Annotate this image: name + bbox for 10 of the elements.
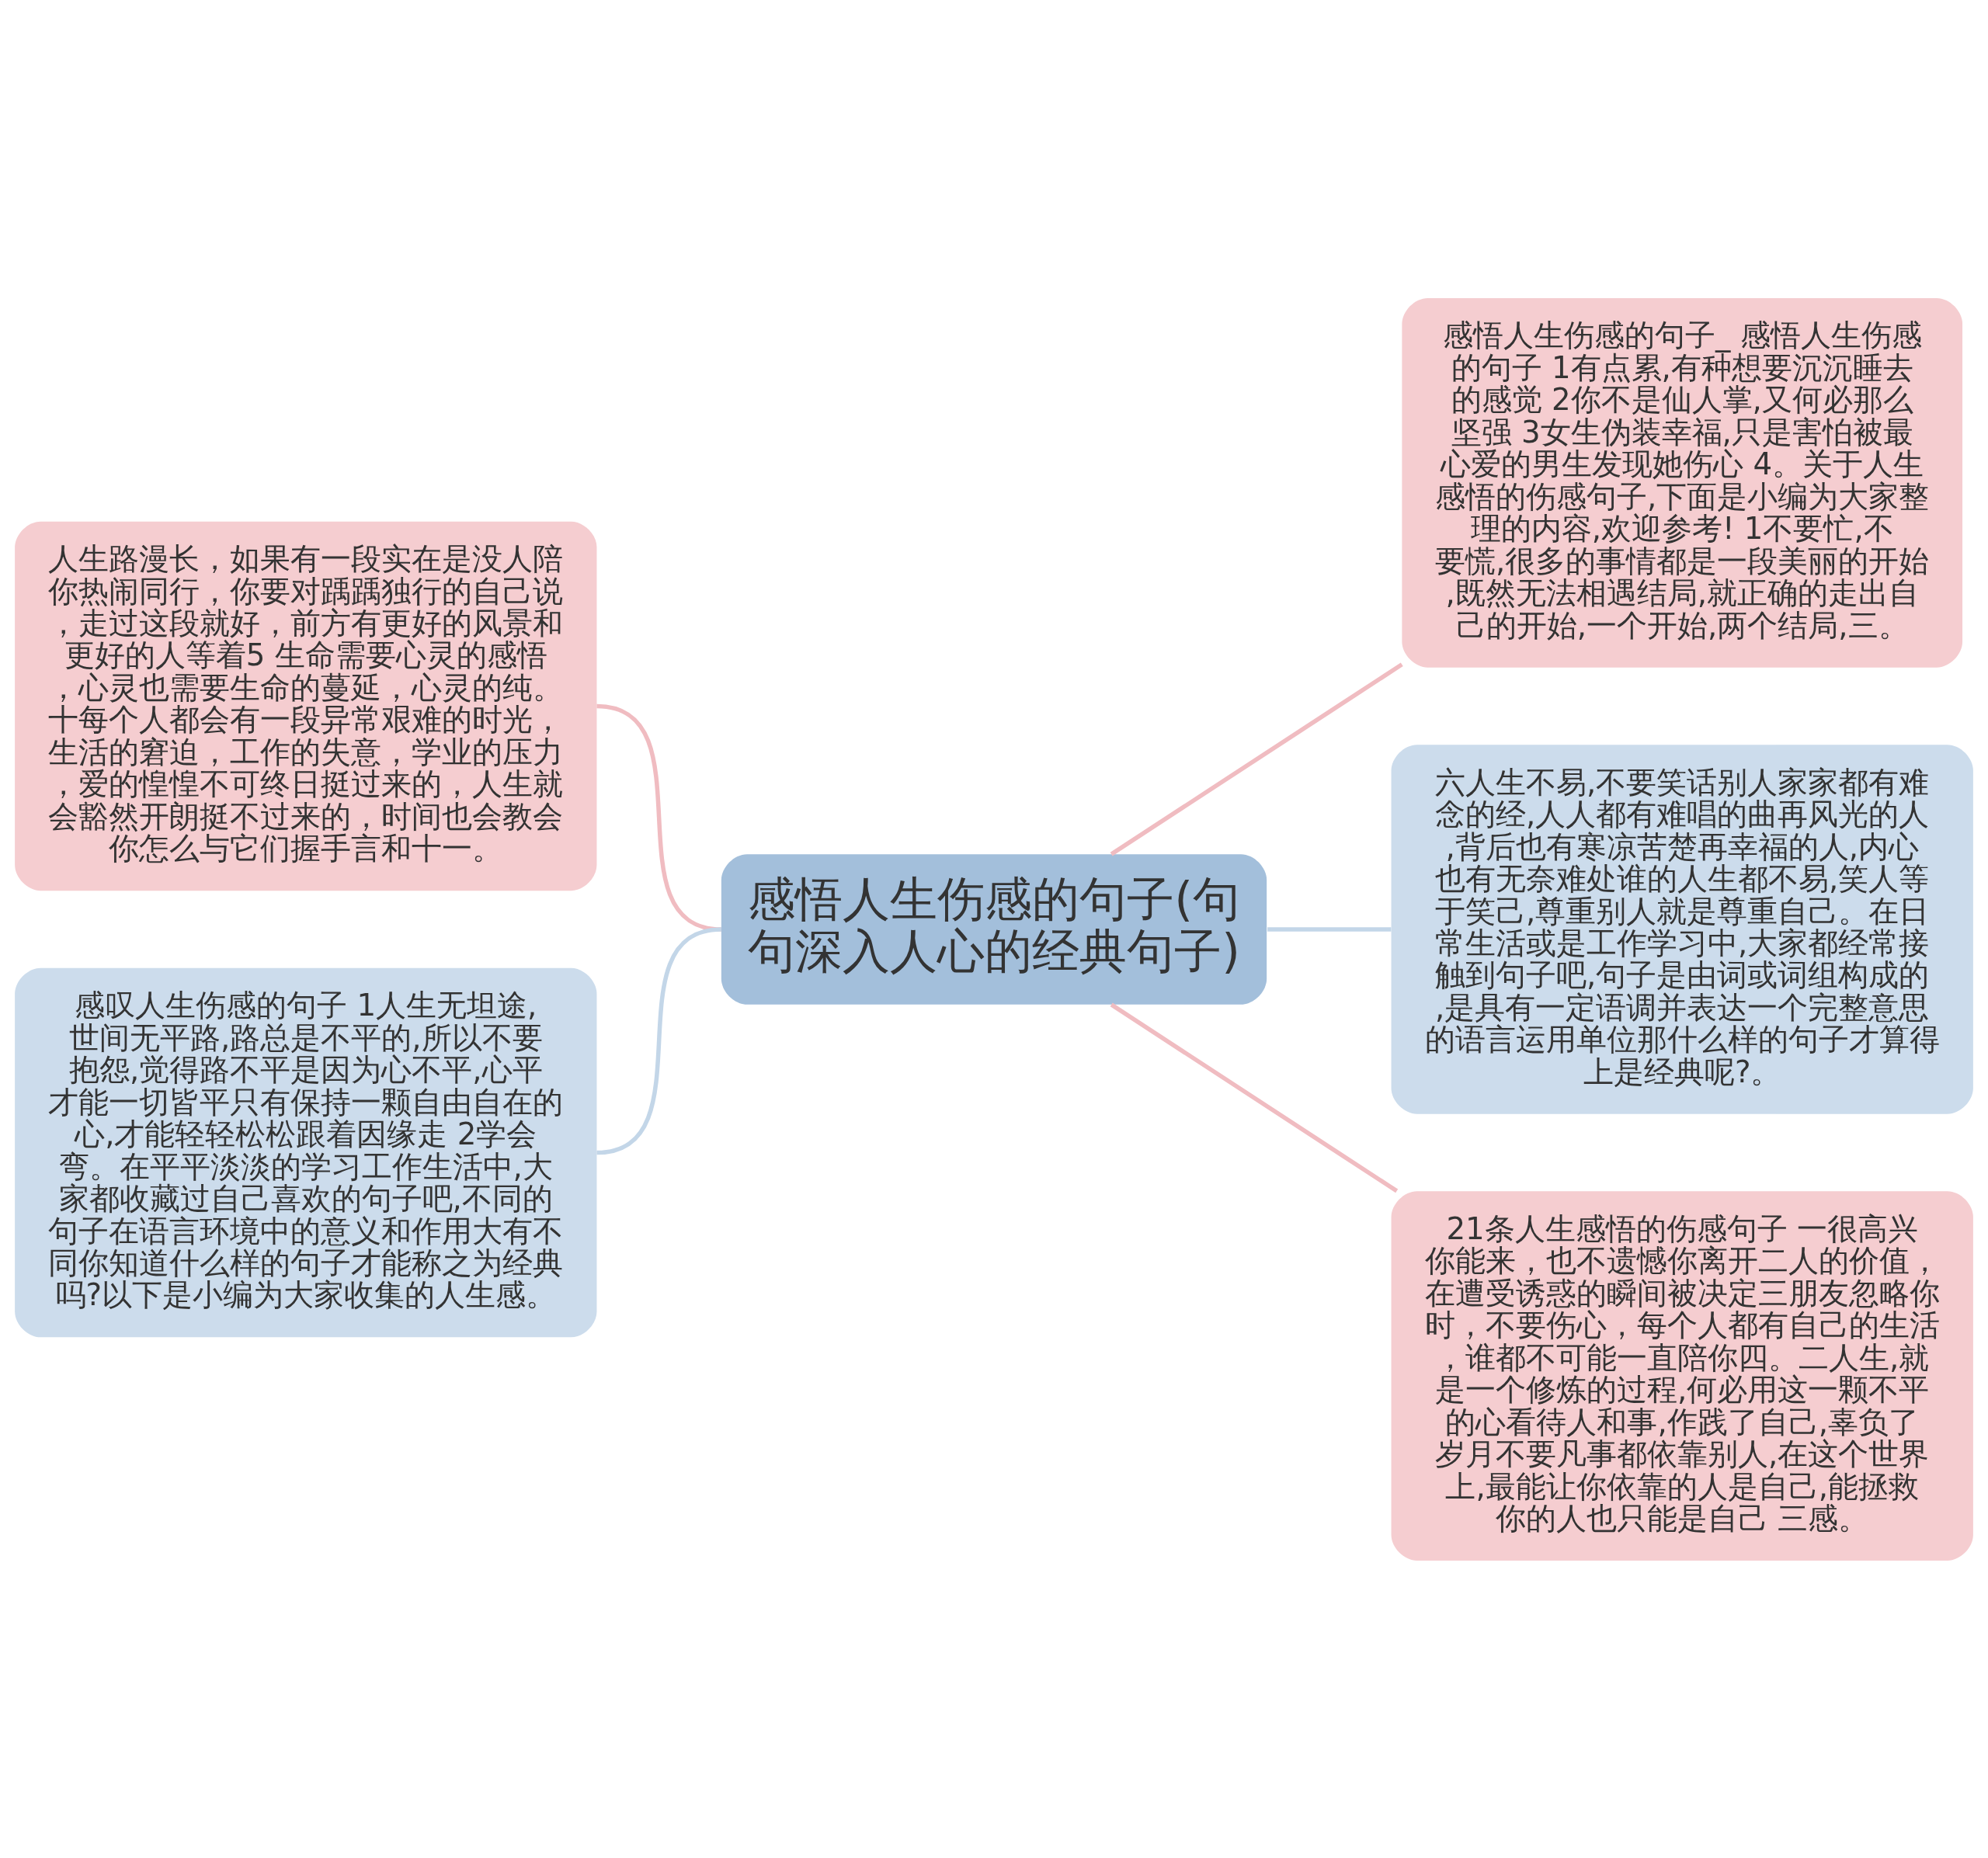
connector xyxy=(1110,1002,1399,1193)
node-box: 感悟人生伤感的句子_ 感悟人生伤感的句子 1有点累,有种想要沉沉睡去的感觉 2你不是仙人掌,又何必那么坚强 3女生伪装幸福,只是害怕被最心爱的男生发现她伤心 4。关于人生感悟的伤感句子,下面是小编为大家整理的内容,欢迎参考! 1不要忙,不要慌,很多的事情都是一段美丽的开始,既然无法相遇结局,就正确的走出自己的开始,一个开始,两个结局,三。 xyxy=(1402,297,1963,668)
node-box: 感叹人生伤感的句子 1人生无坦途,世间无平路,路总是不平的,所以不要抱怨,觉得路不平是因为心不平,心平才能一切皆平只有保持一颗自由自在的心,才能轻轻松松跟着因缘走 2学会弯。在平平淡淡的学习工作生活中,大家都收藏过自己喜欢的句子吧,不同的句子在语言环境中的意义和作用大有不同你知道什么样的句子才能称之为经典吗?以下是小编为大家收集的人生感。 xyxy=(15,967,597,1337)
node-box: 21条人生感悟的伤感句子 一很高兴你能来，也不遗憾你离开二人的价值，在遭受诱惑的瞬间被决定三朋友忽略你时，不要伤心，每个人都有自己的生活，谁都不可能一直陪你四。二人生,就是一个修炼的过程,何必用这一颗不平的心看待人和事,作践了自己,辜负了岁月不要凡事都依靠别人,在这个世界上,最能让你依靠的人是自己,能拯救你的人也只能是自己 三感。 xyxy=(1391,1190,1973,1561)
connector xyxy=(1110,662,1403,856)
node-box: 感悟人生伤感的句子(句句深入人心的经典句子) xyxy=(721,853,1267,1005)
connector xyxy=(596,926,722,1155)
node-box: 人生路漫长，如果有一段实在是没人陪你热闹同行，你要对踽踽独行的自己说，走过这段就好，前方有更好的风景和更好的人等着5 生命需要心灵的感悟，心灵也需要生命的蔓延，心灵的纯。十每个人都会有一段异常艰难的时光，生活的窘迫，工作的失意，学业的压力，爱的惶惶不可终日挺过来的，人生就会豁然开朗挺不过来的，时间也会教会你怎么与它们握手言和十一。 xyxy=(15,521,597,891)
connector xyxy=(1267,926,1392,932)
node-box: 六人生不易,不要笑话别人家家都有难念的经,人人都有难唱的曲再风光的人,背后也有寒凉苦楚再幸福的人,内心也有无奈难处谁的人生都不易,笑人等于笑己,尊重别人就是尊重自己。在日常生活或是工作学习中,大家都经常接触到句子吧,句子是由词或词组构成的,是具有一定语调并表达一个完整意思的语言运用单位那什么样的句子才算得上是经典呢?。 xyxy=(1391,744,1973,1114)
